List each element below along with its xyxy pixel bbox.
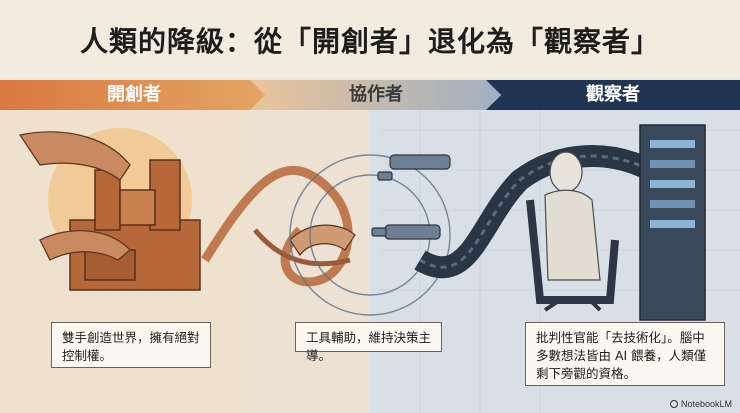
creator-caption: 雙手創造世界，擁有絕對控制權。: [51, 322, 211, 368]
footer-brand: NotebookLM: [669, 399, 732, 409]
page-title: 人類的降級：從「開創者」退化為「觀察者」: [79, 25, 660, 58]
stage-arrows: 開創者 協作者 觀察者: [0, 80, 740, 110]
collaborator-panel: [250, 100, 370, 413]
stage-observer: 觀察者: [486, 80, 740, 110]
title-bar: 人類的降級：從「開創者」退化為「觀察者」: [0, 0, 740, 78]
stage-creator: 開創者: [0, 80, 268, 110]
robot-hand-icon: [371, 154, 451, 240]
collaborator-caption: 工具輔助，維持決策主導。: [295, 322, 442, 363]
stage-collaborator: 協作者: [250, 80, 502, 110]
vine-arm: [201, 165, 353, 287]
block-sculpture-icon: [69, 159, 201, 291]
notebooklm-icon: [669, 400, 678, 408]
seated-person-icon: [526, 151, 619, 312]
footer-brand-label: NotebookLM: [680, 399, 732, 409]
hands-icon: [19, 131, 131, 261]
human-hand-icon: [289, 224, 356, 257]
server-rack-icon: [639, 124, 706, 321]
illustration: [19, 110, 740, 413]
observer-caption: 批判性官能「去技術化」。腦中多數想法皆由 AI 餵養，人類僅剩下旁觀的資格。: [525, 322, 725, 386]
